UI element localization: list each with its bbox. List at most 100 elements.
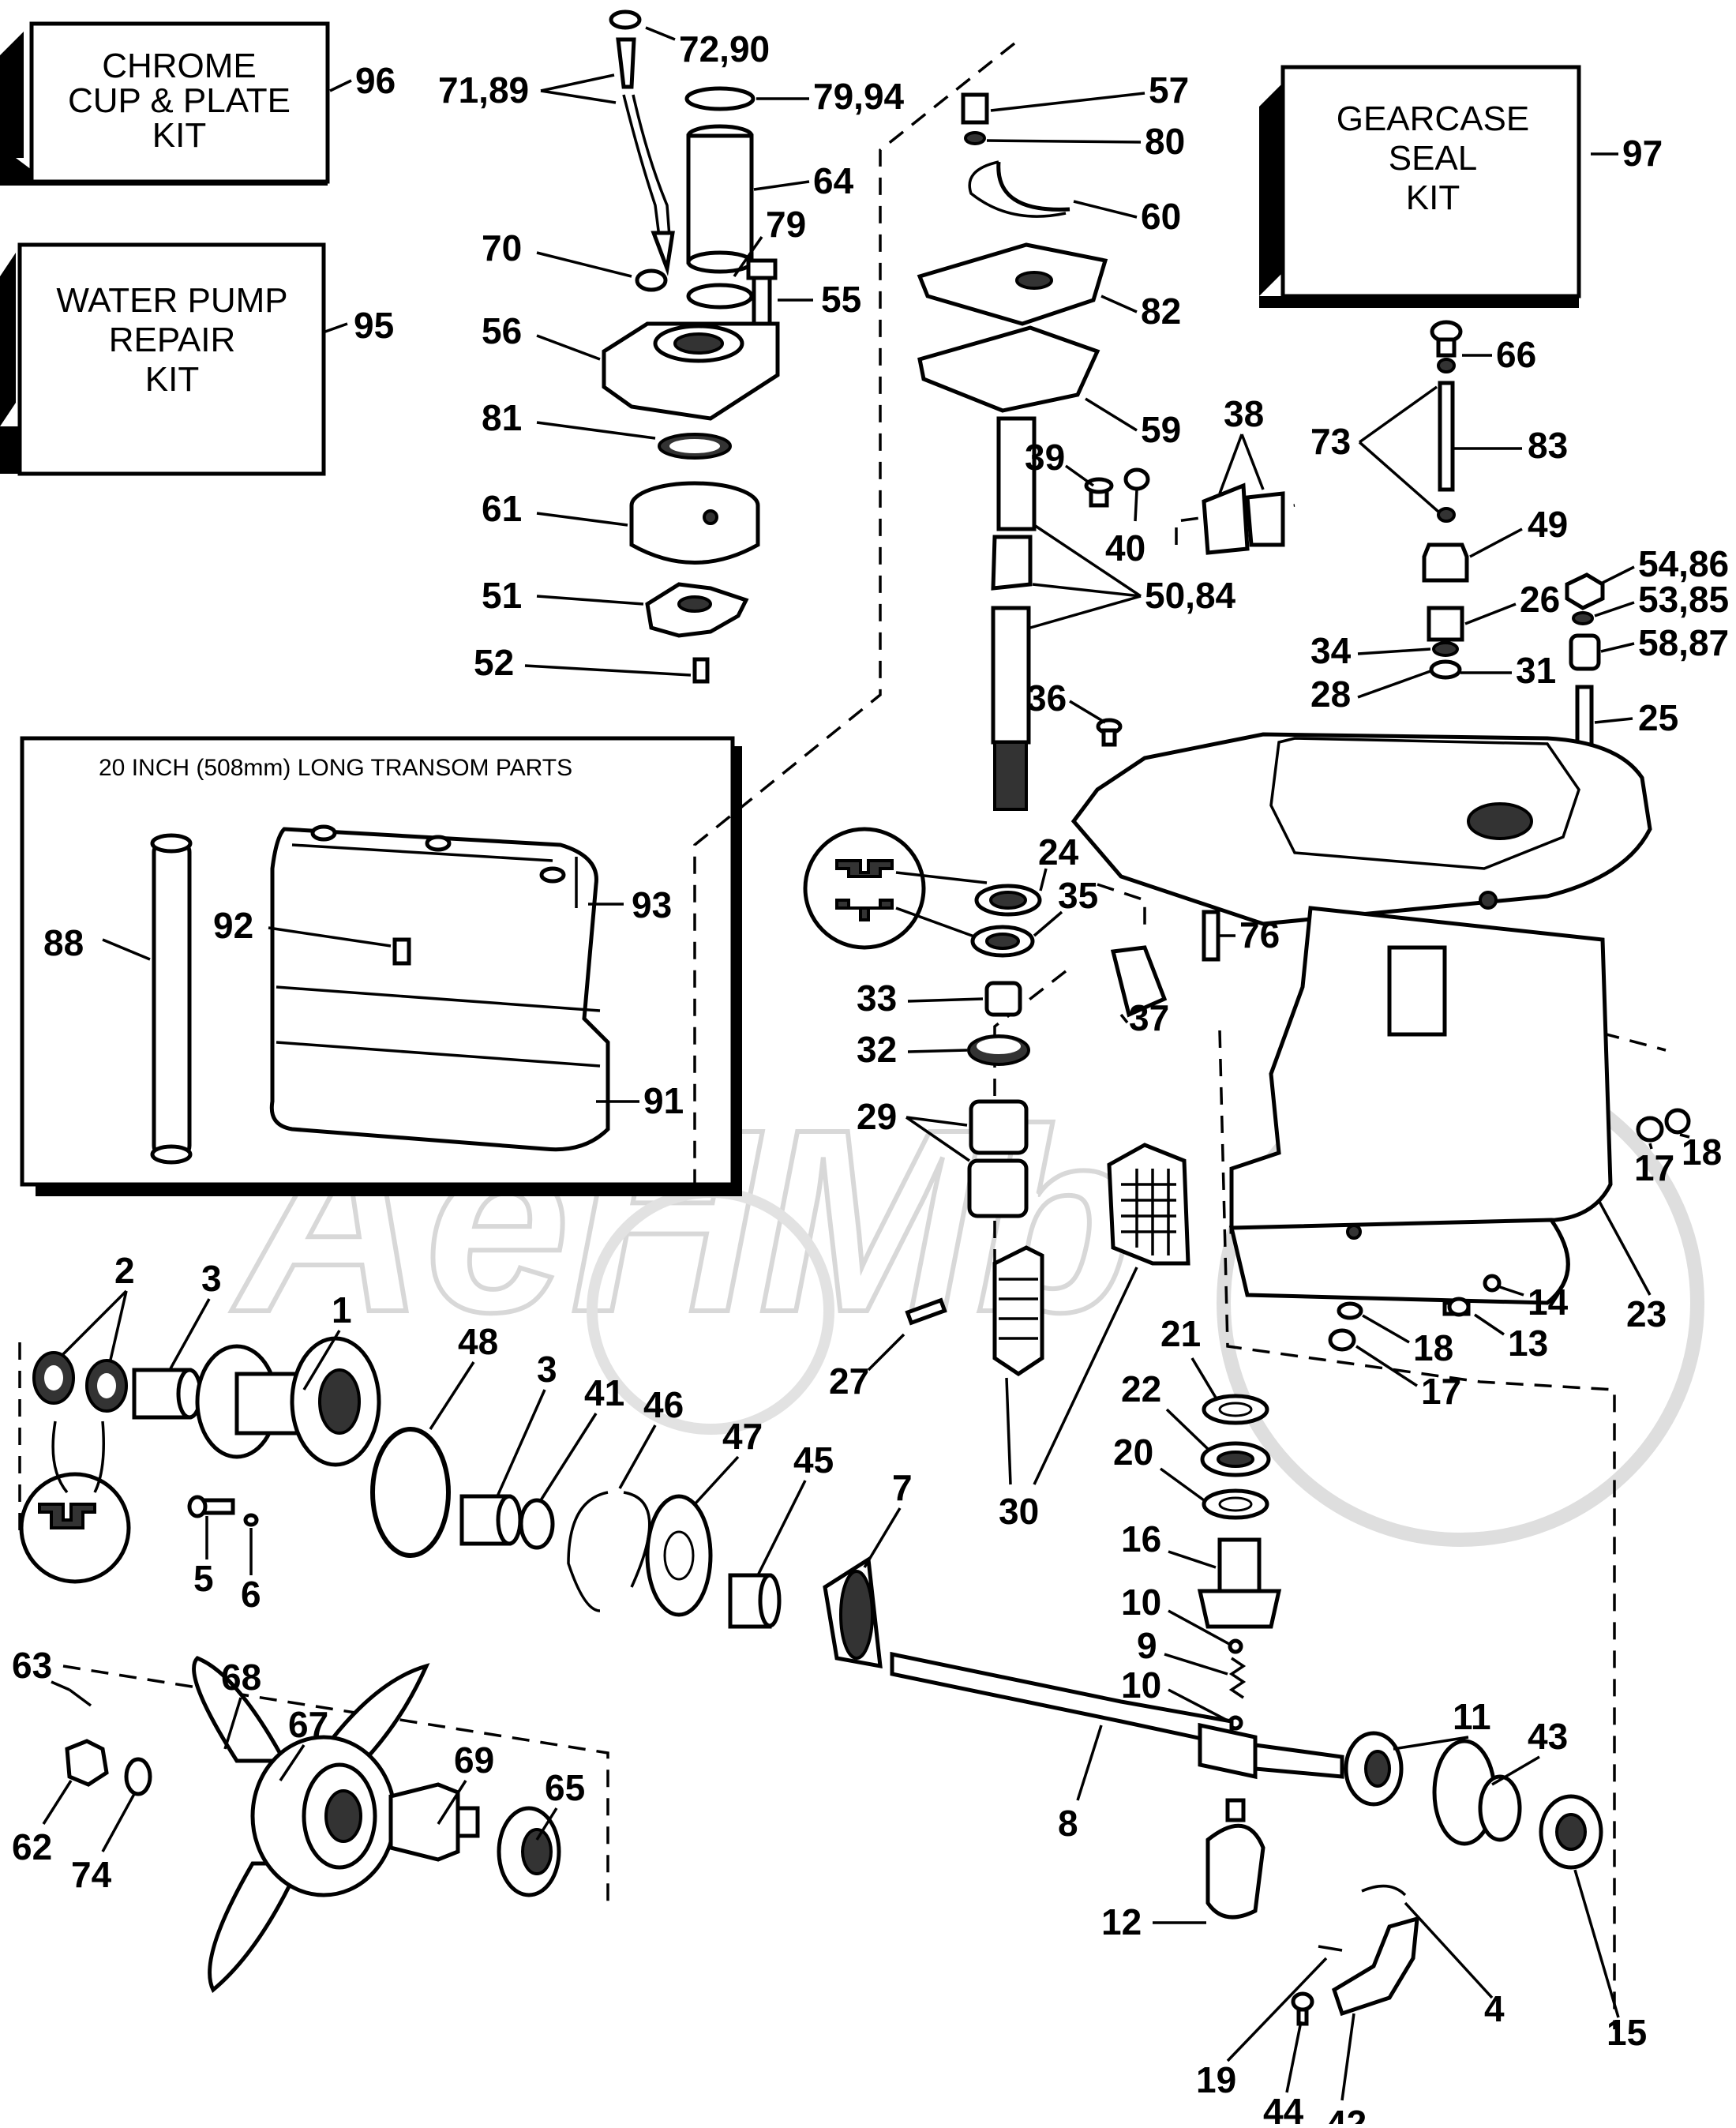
anode-37 xyxy=(1110,945,1168,1018)
callout-80: 80 xyxy=(1145,121,1185,162)
callout-93: 93 xyxy=(632,884,672,925)
callout-69: 69 xyxy=(454,1740,494,1781)
callout-61: 61 xyxy=(482,488,522,529)
svg-text:WATER PUMP: WATER PUMP xyxy=(56,281,287,320)
bearing-29-upper xyxy=(969,1099,1029,1155)
callout-50-84: 50,84 xyxy=(1145,575,1236,616)
callout-40: 40 xyxy=(1105,527,1145,569)
callout-12: 12 xyxy=(1101,1901,1142,1942)
callout-1: 1 xyxy=(332,1289,352,1330)
svg-text:KIT: KIT xyxy=(1406,178,1460,217)
callout-23: 23 xyxy=(1626,1293,1667,1334)
callout-4: 4 xyxy=(1484,1988,1505,2029)
callout-59: 59 xyxy=(1141,409,1181,450)
shift-lever-42 xyxy=(1331,1916,1419,2017)
svg-text:KIT: KIT xyxy=(145,360,199,399)
callout-28: 28 xyxy=(1310,674,1351,715)
pump-liner-64 xyxy=(684,86,756,310)
impeller-housing-61 xyxy=(629,481,760,565)
thrust-washer-74 xyxy=(124,1757,152,1796)
reverse-gear-43 xyxy=(1432,1739,1522,1846)
callout-3-right: 3 xyxy=(537,1349,557,1390)
callout-76: 76 xyxy=(1239,914,1280,955)
callout-88: 88 xyxy=(43,922,84,963)
propeller-shaft-8 xyxy=(890,1651,1344,1780)
callout-39: 39 xyxy=(1025,437,1065,478)
callout-82: 82 xyxy=(1141,291,1181,332)
bearing-housing-1 xyxy=(195,1336,381,1467)
callout-22: 22 xyxy=(1121,1368,1161,1409)
callout-32: 32 xyxy=(857,1029,897,1070)
pump-housing-56 xyxy=(602,268,780,421)
callout-71-89: 71,89 xyxy=(438,69,529,111)
bearing-33 xyxy=(984,981,1022,1017)
callout-45: 45 xyxy=(793,1439,834,1481)
callout-73: 73 xyxy=(1310,421,1351,462)
pin-19 xyxy=(1318,1945,1343,1952)
bushing-45 xyxy=(728,1573,782,1629)
clutch-dog-11 xyxy=(1344,1731,1404,1807)
shift-cradle-12 xyxy=(1205,1798,1265,1920)
callout-35: 35 xyxy=(1058,875,1098,916)
spacer-58-87 xyxy=(1569,633,1601,671)
callout-58-87: 58,87 xyxy=(1638,622,1729,663)
callout-54-86: 54,86 xyxy=(1638,543,1729,584)
callout-47: 47 xyxy=(722,1416,763,1457)
callout-60: 60 xyxy=(1141,196,1181,237)
seal-detail-circle-lower xyxy=(19,1421,131,1584)
spring-9 xyxy=(1228,1657,1247,1699)
callout-29: 29 xyxy=(857,1096,897,1137)
callout-27: 27 xyxy=(829,1360,869,1402)
screw-13 xyxy=(1442,1297,1471,1317)
callout-18-upper: 18 xyxy=(1682,1132,1722,1173)
callout-9: 9 xyxy=(1137,1625,1157,1666)
callout-70: 70 xyxy=(482,227,522,268)
callout-33: 33 xyxy=(857,978,897,1019)
callout-26: 26 xyxy=(1520,579,1560,620)
svg-text:GEARCASE: GEARCASE xyxy=(1337,99,1530,138)
callout-6: 6 xyxy=(241,1574,261,1615)
callout-34: 34 xyxy=(1310,630,1352,671)
callout-31: 31 xyxy=(1516,650,1556,691)
svg-text:REPAIR: REPAIR xyxy=(109,321,236,359)
thrust-washer-41 xyxy=(519,1498,555,1550)
shift-rod-83 xyxy=(1430,320,1463,523)
bushing-26 xyxy=(1427,606,1464,642)
washer-28 xyxy=(1429,659,1462,680)
nut-54-86 xyxy=(1565,572,1605,610)
callout-36: 36 xyxy=(1026,677,1067,719)
washer-53-85 xyxy=(1572,611,1594,625)
callout-2: 2 xyxy=(114,1250,135,1291)
connector-49 xyxy=(1422,542,1469,583)
kit-box-chrome-cup-plate: CHROME CUP & PLATE KIT xyxy=(0,21,330,186)
callout-57: 57 xyxy=(1149,69,1189,111)
seal-detail-circle xyxy=(803,827,988,950)
washer-40 xyxy=(1123,467,1150,491)
callout-17-upper: 17 xyxy=(1634,1147,1674,1188)
bracket-38 xyxy=(1202,482,1285,555)
retaining-ring-46 xyxy=(567,1491,651,1612)
pinion-gear-16 xyxy=(1197,1537,1282,1629)
callout-48: 48 xyxy=(458,1321,498,1362)
callout-92: 92 xyxy=(213,905,253,946)
pin-57 xyxy=(961,92,989,145)
callout-66: 66 xyxy=(1496,334,1536,375)
bearing-3-right xyxy=(459,1494,523,1546)
callout-7: 7 xyxy=(892,1467,913,1508)
svg-text:CHROME: CHROME xyxy=(102,47,257,85)
callout-8: 8 xyxy=(1058,1803,1078,1844)
callout-65: 65 xyxy=(545,1767,585,1808)
retainer-60 xyxy=(996,161,1070,212)
callout-79: 79 xyxy=(766,204,806,245)
o-ring-48 xyxy=(370,1427,451,1558)
callout-55: 55 xyxy=(821,279,861,320)
inset-long-transom-parts: 20 INCH (508mm) LONG TRANSOM PARTS xyxy=(20,736,742,1196)
key-52 xyxy=(692,657,710,684)
callout-30: 30 xyxy=(999,1491,1039,1532)
callout-20: 20 xyxy=(1113,1432,1153,1473)
washer-6 xyxy=(243,1513,259,1527)
washer-18-lower xyxy=(1337,1301,1363,1320)
callout-24: 24 xyxy=(1038,831,1079,873)
propeller-67-68 xyxy=(192,1656,430,1993)
screw-39 xyxy=(1084,477,1114,508)
